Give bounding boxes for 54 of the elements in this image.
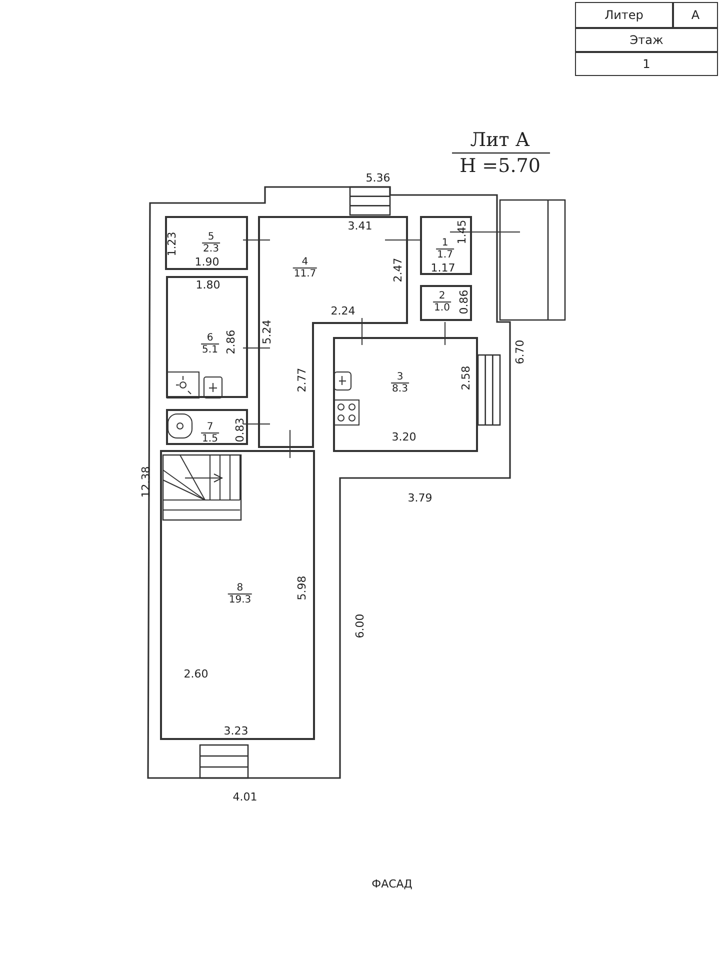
- dimension-label: 0.86: [458, 290, 470, 314]
- room-number: 2: [438, 290, 446, 302]
- dimension-label: 4.01: [232, 790, 258, 804]
- room-number: 5: [206, 232, 216, 242]
- dimension-label: 2.77: [296, 368, 308, 392]
- dimension-label: 1.17: [430, 262, 456, 274]
- dimension-label: 3.79: [408, 492, 432, 504]
- room-area: 2.3: [202, 242, 220, 254]
- dimension-label: 5.24: [260, 320, 274, 344]
- title-block-cell: А: [673, 2, 718, 28]
- room-number: 6: [206, 332, 214, 344]
- room: [166, 276, 248, 398]
- dimension-label: 2.24: [330, 304, 356, 318]
- room-area: 8.3: [391, 382, 409, 394]
- level-label: Н =5.70: [460, 155, 540, 177]
- room: [166, 409, 248, 445]
- room: [333, 337, 478, 452]
- dimension-label: 5.36: [366, 172, 390, 184]
- dimension-label: 0.83: [234, 418, 246, 442]
- room-number: 7: [206, 422, 214, 432]
- dimension-label: 6.00: [354, 614, 366, 638]
- dimension-label: 3.41: [348, 220, 372, 232]
- room-area: 1.5: [201, 432, 219, 444]
- room-area: 5.1: [201, 344, 219, 356]
- room: [420, 216, 472, 275]
- room: [160, 450, 315, 740]
- facade-label: ФАСАД: [372, 878, 412, 890]
- dimension-label: 1.80: [196, 278, 220, 292]
- dimension-label: 1.45: [456, 220, 468, 244]
- room-number: 4: [300, 256, 310, 268]
- level-label: Лит А: [470, 129, 530, 151]
- dimension-label: 2.86: [224, 330, 238, 354]
- dimension-label: 3.20: [392, 430, 416, 444]
- title-block-cell: Литер: [575, 2, 673, 28]
- room-area: 11.7: [292, 268, 318, 280]
- room-number: 1: [440, 238, 450, 248]
- dimension-label: 2.47: [392, 258, 404, 282]
- dimension-label: 1.90: [194, 256, 220, 268]
- room: [165, 216, 248, 270]
- room-area: 1.0: [433, 302, 451, 314]
- room-number: 3: [396, 372, 404, 382]
- dimension-label: 5.98: [296, 576, 308, 600]
- room-area: 19.3: [228, 594, 252, 606]
- dimension-label: 1.23: [166, 232, 178, 256]
- dimension-label: 3.23: [224, 724, 248, 738]
- dimension-label: 12.38: [140, 466, 152, 498]
- title-block-cell: 1: [575, 52, 718, 76]
- room-area: 1.7: [436, 248, 454, 260]
- dimension-label: 6.70: [514, 340, 526, 364]
- dimension-label: 2.60: [184, 668, 208, 680]
- room: [420, 285, 472, 321]
- title-block-cell: Этаж: [575, 28, 718, 52]
- dimension-label: 2.58: [460, 366, 472, 390]
- room-number: 8: [236, 582, 244, 594]
